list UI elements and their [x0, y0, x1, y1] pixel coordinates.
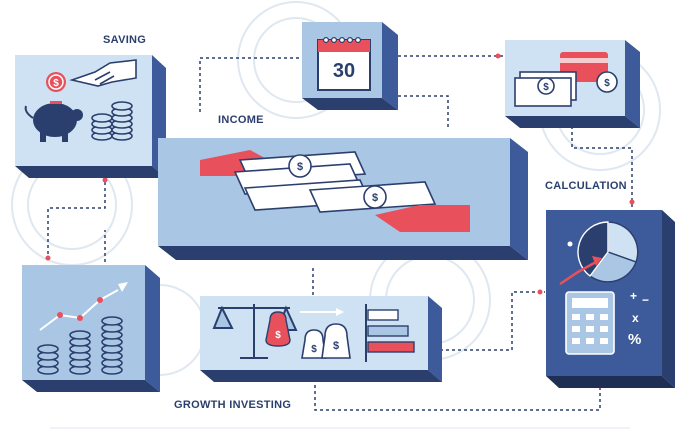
percent-symbol: %	[628, 331, 641, 348]
plus-symbol: +	[630, 289, 637, 303]
coin-icon-small: $	[596, 71, 618, 93]
growth-investing-label: GROWTH INVESTING	[174, 399, 292, 411]
rising-arrow-icon	[559, 241, 602, 286]
bar-chart-icon	[365, 304, 415, 362]
arrow-right-icon	[300, 308, 344, 316]
calculation-label: CALCULATION	[545, 180, 627, 192]
coin-stacks-icon	[37, 316, 123, 375]
saving-panel: $	[15, 55, 166, 178]
trend-line-icon	[39, 282, 128, 331]
money-bag-dollar-sign: $	[275, 330, 281, 341]
income-label: INCOME	[218, 114, 264, 126]
banknote-dollar-sign-2: $	[372, 192, 378, 204]
times-symbol: x	[632, 311, 639, 325]
hand-icon	[69, 59, 137, 87]
saving-label: SAVING	[103, 34, 147, 46]
pie-chart-icon	[577, 221, 639, 283]
payment-panel: $ $	[505, 40, 640, 128]
income-panel: $ $	[158, 138, 528, 260]
banknotes-icon: $ $	[233, 151, 437, 213]
banknote-dollar-sign-1: $	[297, 161, 303, 173]
math-symbols: + − x %	[628, 289, 649, 348]
coin-icon: $	[46, 72, 66, 92]
growth-chart-panel	[22, 265, 160, 392]
calendar-day: 30	[332, 60, 356, 82]
coin-stack-icon	[91, 101, 133, 141]
banknote-icon: $	[514, 71, 577, 107]
piggy-bank-icon	[24, 101, 83, 142]
coin-small-dollar-sign: $	[604, 78, 610, 89]
coin-dollar-sign: $	[53, 78, 59, 89]
dashed-connectors	[47, 55, 633, 411]
hand-receiving-icon	[375, 205, 470, 232]
bag-dollar-sign-2: $	[333, 340, 339, 352]
money-bag-red-icon: $	[265, 311, 291, 347]
bag-dollar-sign-1: $	[311, 344, 317, 355]
growth-investing-panel: $ $ $	[200, 296, 442, 382]
calendar-icon	[317, 36, 371, 91]
calendar-panel	[302, 22, 398, 110]
calculator-icon	[565, 291, 615, 355]
banknote-dollar-sign: $	[543, 82, 549, 93]
minus-symbol: −	[642, 293, 649, 307]
money-bags-icon: $ $	[301, 323, 351, 359]
calculation-panel: + − x %	[546, 210, 675, 388]
